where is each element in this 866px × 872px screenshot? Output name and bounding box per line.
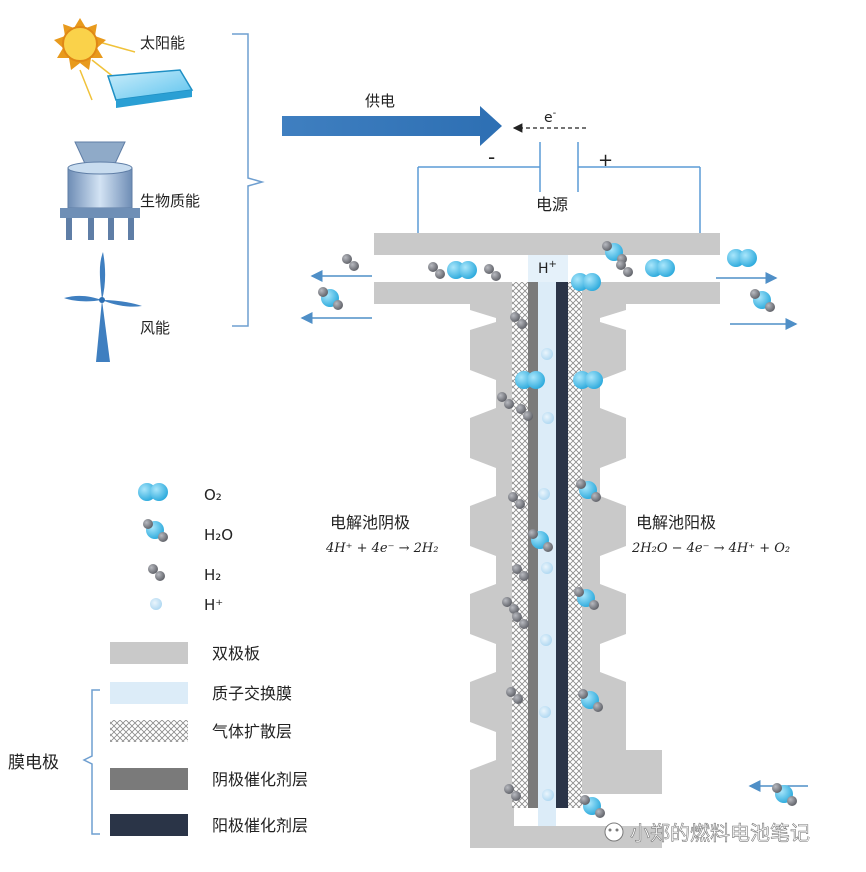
- anode-gas-diffusion-layer: [568, 282, 582, 808]
- anode-equation: 2H₂O − 4e⁻ → 4H⁺ + O₂: [631, 541, 790, 556]
- legend-h2o-icon: [143, 519, 168, 542]
- cathode-title: 电解池阴极: [330, 513, 410, 532]
- electron-label: e-: [544, 108, 557, 126]
- supply-label: 供电: [365, 92, 395, 110]
- outlet-arrows: [300, 270, 808, 792]
- supply-arrow: [282, 106, 502, 146]
- outlet-h2o-right: [750, 289, 775, 312]
- legend-gdl-swatch: [110, 720, 188, 742]
- watermark-text: 小郑的燃料电池笔记: [630, 821, 810, 845]
- legend-membrane-label: 质子交换膜: [212, 684, 292, 703]
- legend-bipolar-swatch: [110, 642, 188, 664]
- minus-terminal-label: -: [488, 145, 495, 169]
- anode-catalyst-layer: [556, 282, 568, 808]
- cathode-equation: 4H⁺ + 4e⁻ → 2H₂: [325, 541, 438, 556]
- bipolar-plate-grooves: [470, 310, 626, 770]
- legend-bipolar-label: 双极板: [212, 644, 260, 663]
- power-source: [417, 142, 701, 233]
- legend-anode-cat-label: 阳极催化剂层: [212, 816, 308, 835]
- legend-cathode-cat-label: 阴极催化剂层: [212, 770, 308, 789]
- wechat-icon: [604, 822, 624, 842]
- anode-title: 电解池阳极: [636, 513, 716, 532]
- mea-brace: [82, 689, 100, 835]
- legend-h2-icon: [148, 564, 165, 581]
- wind-turbine-icon: [64, 252, 142, 362]
- watermark: 小郑的燃料电池笔记: [604, 821, 810, 845]
- legend-o2-label: O₂: [204, 486, 222, 504]
- sources-brace: [232, 33, 265, 327]
- legend: O₂ H₂O H₂ H⁺ 双极板 质子交换膜 气体扩散层 阴极催化剂层 阳极催化…: [8, 483, 308, 836]
- power-source-label: 电源: [536, 195, 568, 214]
- outlet-o2-right: [727, 249, 757, 267]
- legend-membrane-swatch: [110, 682, 188, 704]
- outlet-h2o-left: [318, 287, 343, 310]
- legend-hplus-label: H⁺: [204, 596, 223, 614]
- legend-anode-cat-swatch: [110, 814, 188, 836]
- legend-hplus-icon: [150, 598, 162, 610]
- biomass-label: 生物质能: [140, 192, 200, 210]
- membrane-top: [528, 255, 568, 282]
- legend-mea-label: 膜电极: [8, 753, 59, 773]
- hplus-ions: [538, 348, 554, 801]
- wind-label: 风能: [140, 319, 170, 337]
- plus-terminal-label: +: [598, 150, 613, 171]
- sun-icon: [54, 18, 136, 101]
- legend-o2-icon: [138, 483, 168, 501]
- solar-label: 太阳能: [140, 34, 185, 52]
- solar-panel-icon: [106, 69, 194, 108]
- legend-h2-label: H₂: [204, 566, 221, 584]
- legend-h2o-label: H₂O: [204, 526, 233, 544]
- bipolar-plate-channels: [470, 330, 626, 722]
- hplus-top-label: H+: [538, 259, 557, 277]
- biomass-tank-icon: [60, 141, 140, 240]
- legend-cathode-cat-swatch: [110, 768, 188, 790]
- legend-gdl-label: 气体扩散层: [212, 722, 292, 741]
- cathode-gas-diffusion-layer: [512, 282, 528, 808]
